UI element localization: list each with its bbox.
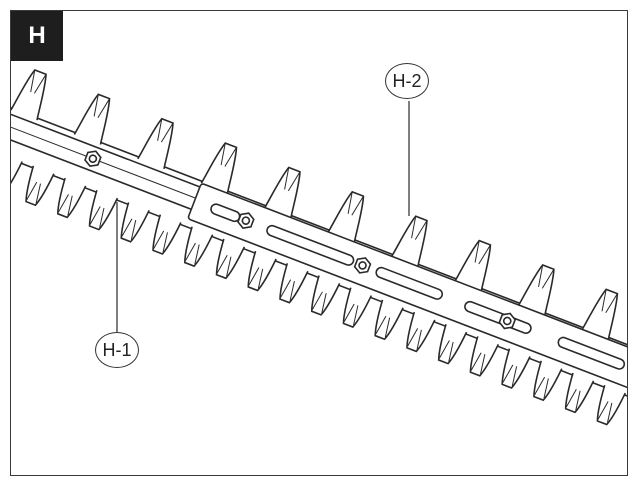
- lower-tooth: [11, 153, 23, 194]
- lower-tooth-bevel: [153, 230, 168, 253]
- lower-tooth: [279, 263, 309, 304]
- lower-teeth: [11, 153, 628, 438]
- lower-tooth: [437, 324, 468, 365]
- lower-tooth: [183, 226, 214, 268]
- lower-tooth: [120, 202, 150, 243]
- lower-tooth: [88, 190, 119, 231]
- lower-tooth: [406, 311, 436, 353]
- lower-tooth-bevel: [121, 218, 137, 240]
- lower-tooth-bevel: [26, 181, 41, 204]
- lower-tooth-bevel: [534, 376, 549, 399]
- nut: [84, 150, 102, 168]
- guide-bar-slots: [210, 203, 626, 370]
- callout-h2: H-2: [385, 63, 429, 99]
- lower-tooth: [374, 299, 404, 341]
- lower-tooth-bevel: [185, 242, 200, 265]
- upper-tooth-bevel: [411, 216, 428, 240]
- upper-tooth: [200, 142, 238, 194]
- guide-bar-slot: [266, 224, 355, 266]
- nut-bolt: [88, 154, 98, 164]
- nut-bolt: [241, 216, 251, 225]
- bolt-nuts: [84, 150, 517, 330]
- nut-bolt: [502, 316, 512, 326]
- lower-tooth: [152, 214, 182, 255]
- lower-tooth: [57, 177, 87, 219]
- guide-bar-slot: [464, 300, 532, 334]
- upper-tooth-bevel: [284, 167, 301, 192]
- upper-tooth: [73, 93, 111, 145]
- lower-tooth-bevel: [343, 303, 359, 326]
- upper-tooth: [581, 288, 619, 340]
- guide-bar-slot: [375, 266, 444, 300]
- lower-tooth: [564, 372, 595, 414]
- lower-tooth: [501, 348, 531, 389]
- nut: [237, 212, 255, 229]
- nut-bolt: [358, 261, 367, 270]
- lower-tooth-bevel: [470, 352, 486, 375]
- upper-tooth: [454, 239, 492, 291]
- lower-tooth-bevel: [375, 315, 391, 338]
- lower-tooth-bevel: [407, 328, 422, 350]
- callout-h1: H-1: [95, 332, 139, 368]
- upper-teeth: [11, 69, 619, 340]
- lower-tooth-bevel: [89, 206, 105, 228]
- lower-tooth: [215, 238, 246, 280]
- lower-tooth-bevel: [502, 364, 518, 387]
- upper-tooth: [11, 69, 47, 121]
- lower-tooth: [624, 397, 628, 438]
- upper-tooth-bevel: [347, 191, 364, 216]
- lower-tooth-bevel: [439, 340, 454, 362]
- nut: [498, 312, 517, 330]
- lower-tooth: [310, 275, 341, 316]
- hedge-blade-figure: H H-2 H-1: [10, 10, 628, 476]
- lower-tooth-bevel: [248, 267, 264, 289]
- upper-tooth-bevel: [220, 143, 237, 167]
- upper-tooth-bevel: [538, 264, 555, 289]
- guide-bar: [187, 183, 627, 405]
- lower-tooth: [342, 287, 373, 328]
- nut: [353, 257, 372, 274]
- lower-tooth-bevel: [216, 255, 232, 277]
- upper-tooth: [137, 117, 174, 170]
- upper-tooth: [391, 215, 428, 267]
- lower-tooth-bevel: [565, 389, 581, 411]
- lower-tooth: [469, 336, 500, 377]
- section-label-badge: H: [11, 11, 63, 61]
- upper-tooth: [518, 264, 555, 316]
- upper-tooth: [327, 190, 365, 243]
- lower-tooth: [247, 250, 277, 292]
- lower-tooth-bevel: [280, 279, 295, 301]
- upper-tooth-bevel: [474, 240, 491, 265]
- upper-tooth-bevel: [601, 289, 618, 313]
- lower-tooth: [596, 384, 626, 426]
- lower-tooth: [533, 360, 563, 402]
- lower-tooth: [25, 165, 55, 207]
- lower-tooth-bevel: [312, 291, 327, 314]
- lower-tooth-bevel: [597, 401, 613, 423]
- upper-tooth-bevel: [157, 118, 174, 143]
- guide-bar-slot: [557, 336, 626, 370]
- upper-tooth-bevel: [93, 94, 110, 119]
- hedge-blade-drawing: [11, 69, 628, 438]
- lower-tooth-bevel: [58, 194, 73, 216]
- upper-tooth-bevel: [30, 69, 47, 94]
- upper-tooth: [264, 166, 301, 218]
